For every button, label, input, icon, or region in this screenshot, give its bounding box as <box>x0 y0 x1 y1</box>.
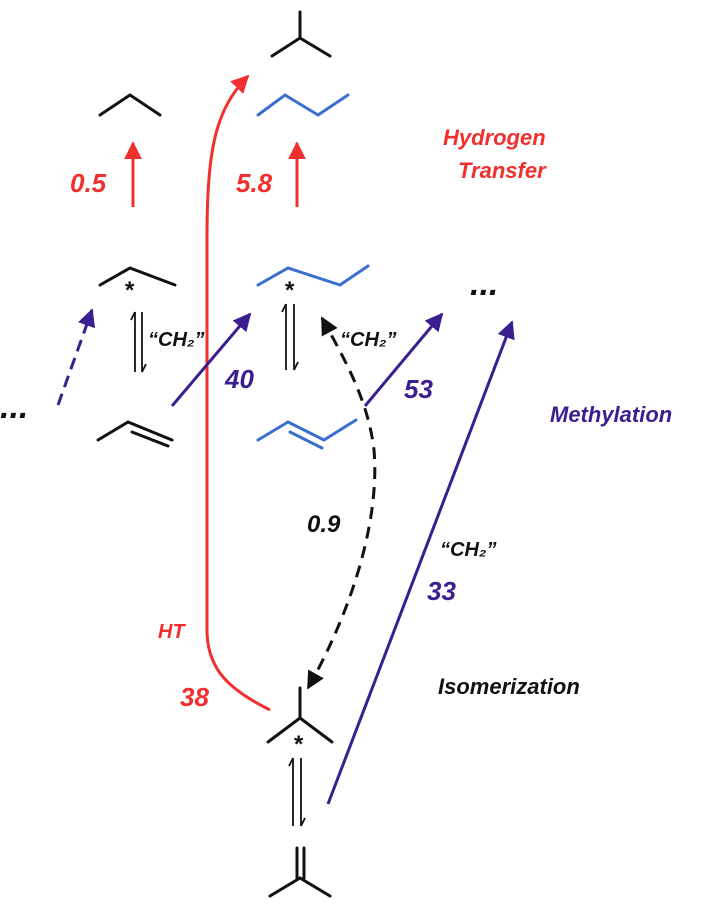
isomerization-label: Isomerization <box>438 674 580 699</box>
isobutene-to-c5-methylation-arrow <box>326 320 515 805</box>
isobutyl-to-isobutane-ht-arrow <box>205 74 271 712</box>
ht-label: HT <box>158 621 186 643</box>
hydrogen-transfer-label-line2: Transfer <box>458 158 547 183</box>
ch2-label-propene: “CH₂” <box>148 329 205 351</box>
ch2-label-isobutene: “CH₂” <box>440 539 497 561</box>
hydrogen-transfer-label-line1: Hydrogen <box>443 125 546 150</box>
propene-to-butyl-methylation-arrow <box>170 312 252 407</box>
right-ellipsis: ... <box>470 265 498 303</box>
isobutyl-surface-species <box>266 686 334 744</box>
butyl-butene-equilibrium <box>281 303 299 371</box>
isobutane-molecule <box>270 10 332 58</box>
isobutene-molecule <box>268 846 332 898</box>
propene-molecule <box>96 420 174 448</box>
propane-molecule <box>98 93 162 117</box>
propyl-propene-equilibrium <box>130 311 147 373</box>
rate-butane-ht: 5.8 <box>236 168 273 198</box>
isomerization-arrow <box>306 316 377 690</box>
rate-isobutene-methylation: 33 <box>427 576 456 606</box>
isobutyl-isobutene-equilibrium <box>288 757 306 827</box>
propyl-surface-species <box>98 266 177 287</box>
ch2-label-butene: “CH₂” <box>340 329 397 351</box>
rate-propane-ht: 0.5 <box>70 168 107 198</box>
butene-to-c5-methylation-arrow <box>363 312 444 407</box>
rate-isomerization: 0.9 <box>307 511 341 538</box>
propyl-star: * <box>124 277 135 304</box>
rate-isobutane-ht: 38 <box>180 682 209 712</box>
incoming-methylation-arrow <box>56 308 96 406</box>
butyl-star: * <box>284 277 295 304</box>
butyl-surface-species <box>256 264 370 287</box>
butene-molecule <box>256 418 358 450</box>
methylation-label: Methylation <box>550 402 672 427</box>
butane-molecule <box>256 93 350 117</box>
rate-propene-methylation: 40 <box>224 364 254 394</box>
rate-butene-methylation: 53 <box>404 374 433 404</box>
isobutyl-star: * <box>293 731 304 758</box>
left-ellipsis: ... <box>0 388 28 426</box>
